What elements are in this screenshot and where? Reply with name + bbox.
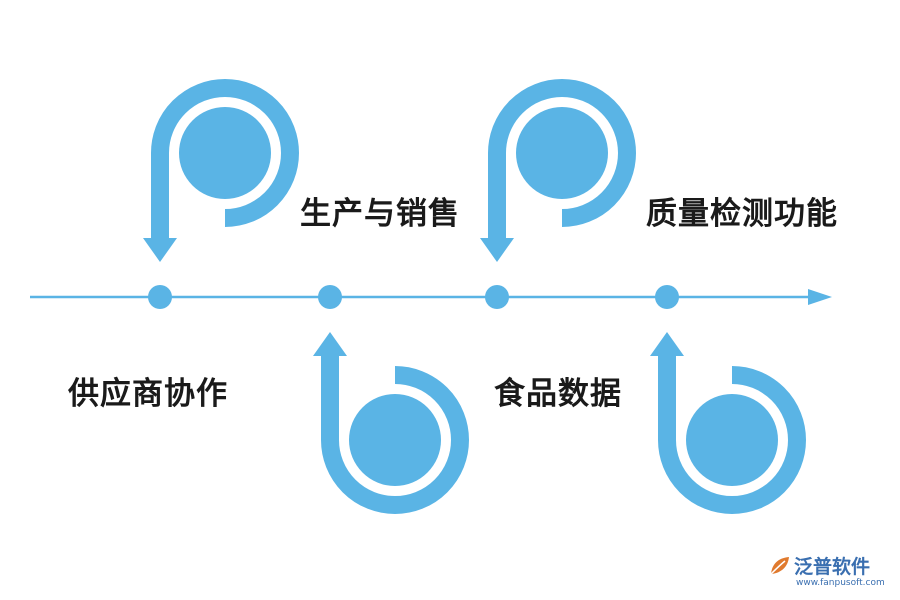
loop-connector-1 [143, 79, 299, 262]
step-label-production-sales: 生产与销售 [300, 196, 460, 232]
loop-connector-4 [650, 332, 806, 514]
step-label-quality-inspection: 质量检测功能 [646, 196, 838, 232]
brand-logo: 泛普软件 www.fanpusoft.com [768, 550, 894, 596]
timeline-arrowhead [808, 289, 832, 305]
timeline-node-2 [318, 285, 342, 309]
step-label-supplier-collaboration: 供应商协作 [68, 376, 228, 412]
loop-connector-3 [480, 79, 636, 262]
timeline-node-3 [485, 285, 509, 309]
leaf-logo-icon [770, 557, 789, 575]
loop-connector-2 [313, 332, 469, 514]
timeline-node-4 [655, 285, 679, 309]
logo-name: 泛普软件 [794, 556, 871, 578]
logo-url: www.fanpusoft.com [796, 578, 885, 588]
step-label-food-data: 食品数据 [494, 376, 622, 412]
timeline-node-1 [148, 285, 172, 309]
